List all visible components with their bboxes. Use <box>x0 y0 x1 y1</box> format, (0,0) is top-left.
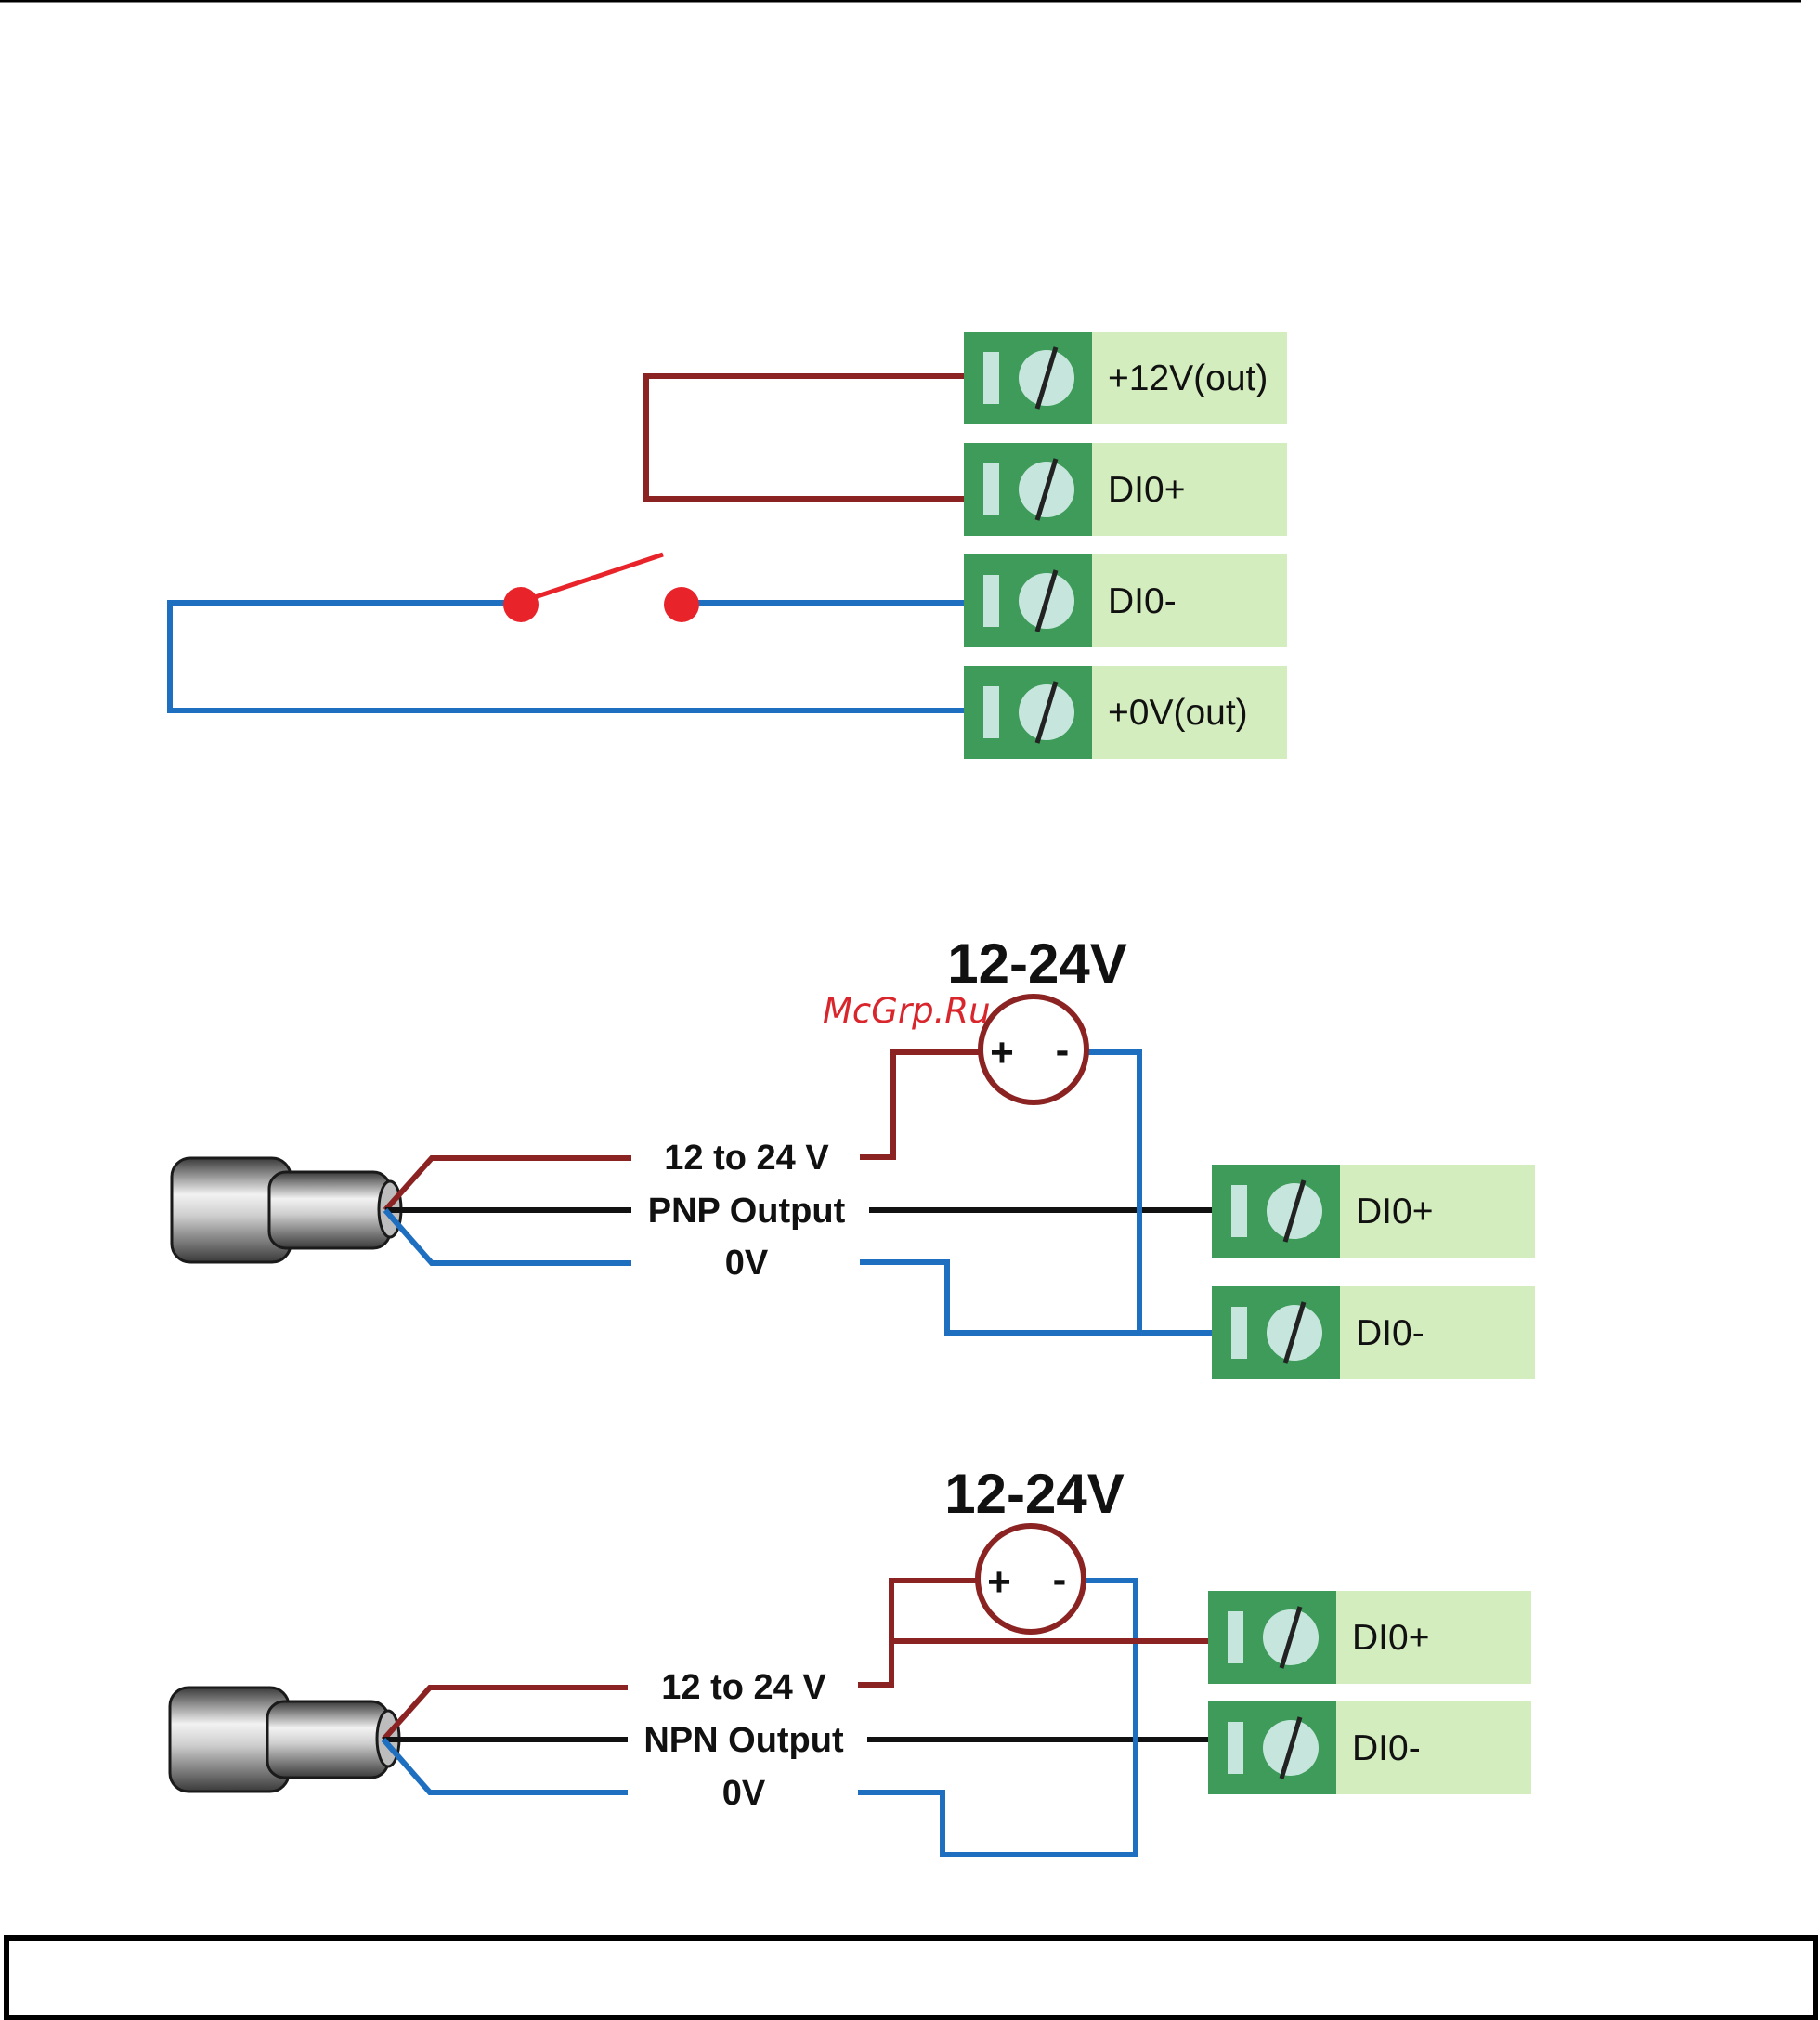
terminal-label-d1-di0plus: DI0+ <box>1108 470 1185 510</box>
terminal-wire-slot <box>983 686 999 738</box>
pnp-lead-0v <box>385 1210 631 1263</box>
npn-supply-plus-sign: + <box>987 1559 1011 1605</box>
pnp-supply-voltage-label: 12-24V <box>947 932 1126 995</box>
pnp-supply-minus-wire <box>1085 1052 1139 1333</box>
terminal-label-d2-di0plus: DI0+ <box>1356 1192 1433 1232</box>
pnp-sensor-image <box>172 1158 631 1263</box>
terminal-wire-slot <box>1228 1722 1243 1774</box>
switch-contact-right <box>664 587 699 622</box>
watermark-text: McGrp.Ru <box>823 991 991 1031</box>
npn-wire-label-0v: 0V <box>722 1774 766 1813</box>
npn-wire-label-output: NPN Output <box>644 1721 844 1760</box>
terminal-label-d1-plus12vout: +12V(out) <box>1108 358 1268 398</box>
switch-lever <box>521 554 663 602</box>
pnp-wire-label-output: PNP Output <box>648 1192 846 1231</box>
pnp-supply-plus-wire <box>860 1052 980 1157</box>
wire-0v-to-switch <box>170 603 964 710</box>
npn-sensor-neck <box>267 1701 388 1778</box>
npn-lead-0v <box>384 1740 628 1792</box>
pnp-supply-plus-sign: + <box>990 1030 1014 1075</box>
terminal-label-d2-di0minus: DI0- <box>1356 1313 1424 1353</box>
terminal-wire-slot <box>1228 1611 1243 1663</box>
pnp-wire-label-0v: 0V <box>725 1244 769 1283</box>
npn-wire-label-supply: 12 to 24 V <box>661 1668 826 1707</box>
terminal-d3-di0minus: DI0- <box>1208 1701 1531 1794</box>
terminal-d1-di0minus: DI0- <box>964 554 1287 647</box>
terminal-wire-slot <box>983 352 999 404</box>
terminal-label-d1-plus0vout: +0V(out) <box>1108 693 1248 733</box>
npn-supply-voltage-label: 12-24V <box>944 1463 1124 1525</box>
npn-sensor-image <box>170 1688 628 1792</box>
switch-contact-left <box>503 587 539 622</box>
terminal-d2-di0minus: DI0- <box>1212 1286 1535 1379</box>
terminal-label-d3-di0plus: DI0+ <box>1352 1618 1429 1658</box>
npn-lead-supply <box>384 1688 628 1740</box>
terminal-d1-di0plus: DI0+ <box>964 443 1287 536</box>
npn-supply-minus-sign: - <box>1053 1557 1067 1602</box>
terminal-d1-plus12vout: +12V(out) <box>964 332 1287 424</box>
diagram-1-switch-wiring: +12V(out) DI0+ DI0- +0V(out) <box>170 332 1287 759</box>
pnp-sensor-neck <box>269 1172 390 1248</box>
terminal-d3-di0plus: DI0+ <box>1208 1591 1531 1684</box>
terminal-label-d1-di0minus: DI0- <box>1108 581 1176 621</box>
footer-frame <box>6 1938 1815 2018</box>
terminal-d2-di0plus: DI0+ <box>1212 1165 1535 1258</box>
pnp-lead-supply <box>385 1158 631 1210</box>
pnp-supply-minus-sign: - <box>1056 1027 1070 1073</box>
pnp-0v-wire <box>860 1262 1212 1333</box>
terminal-d1-plus0vout: +0V(out) <box>964 666 1287 759</box>
terminal-wire-slot <box>983 575 999 627</box>
diagram-3-npn-wiring: + - 12-24V 12 to 24 V NPN Output 0V DI0+… <box>170 1463 1531 1855</box>
terminal-label-d3-di0minus: DI0- <box>1352 1728 1421 1768</box>
terminal-wire-slot <box>1231 1307 1247 1359</box>
wire-12v-to-di0plus <box>646 376 964 499</box>
terminal-wire-slot <box>1231 1185 1247 1237</box>
pnp-wire-label-supply: 12 to 24 V <box>664 1139 829 1178</box>
terminal-wire-slot <box>983 463 999 515</box>
npn-supply-plus-wire <box>858 1581 980 1685</box>
